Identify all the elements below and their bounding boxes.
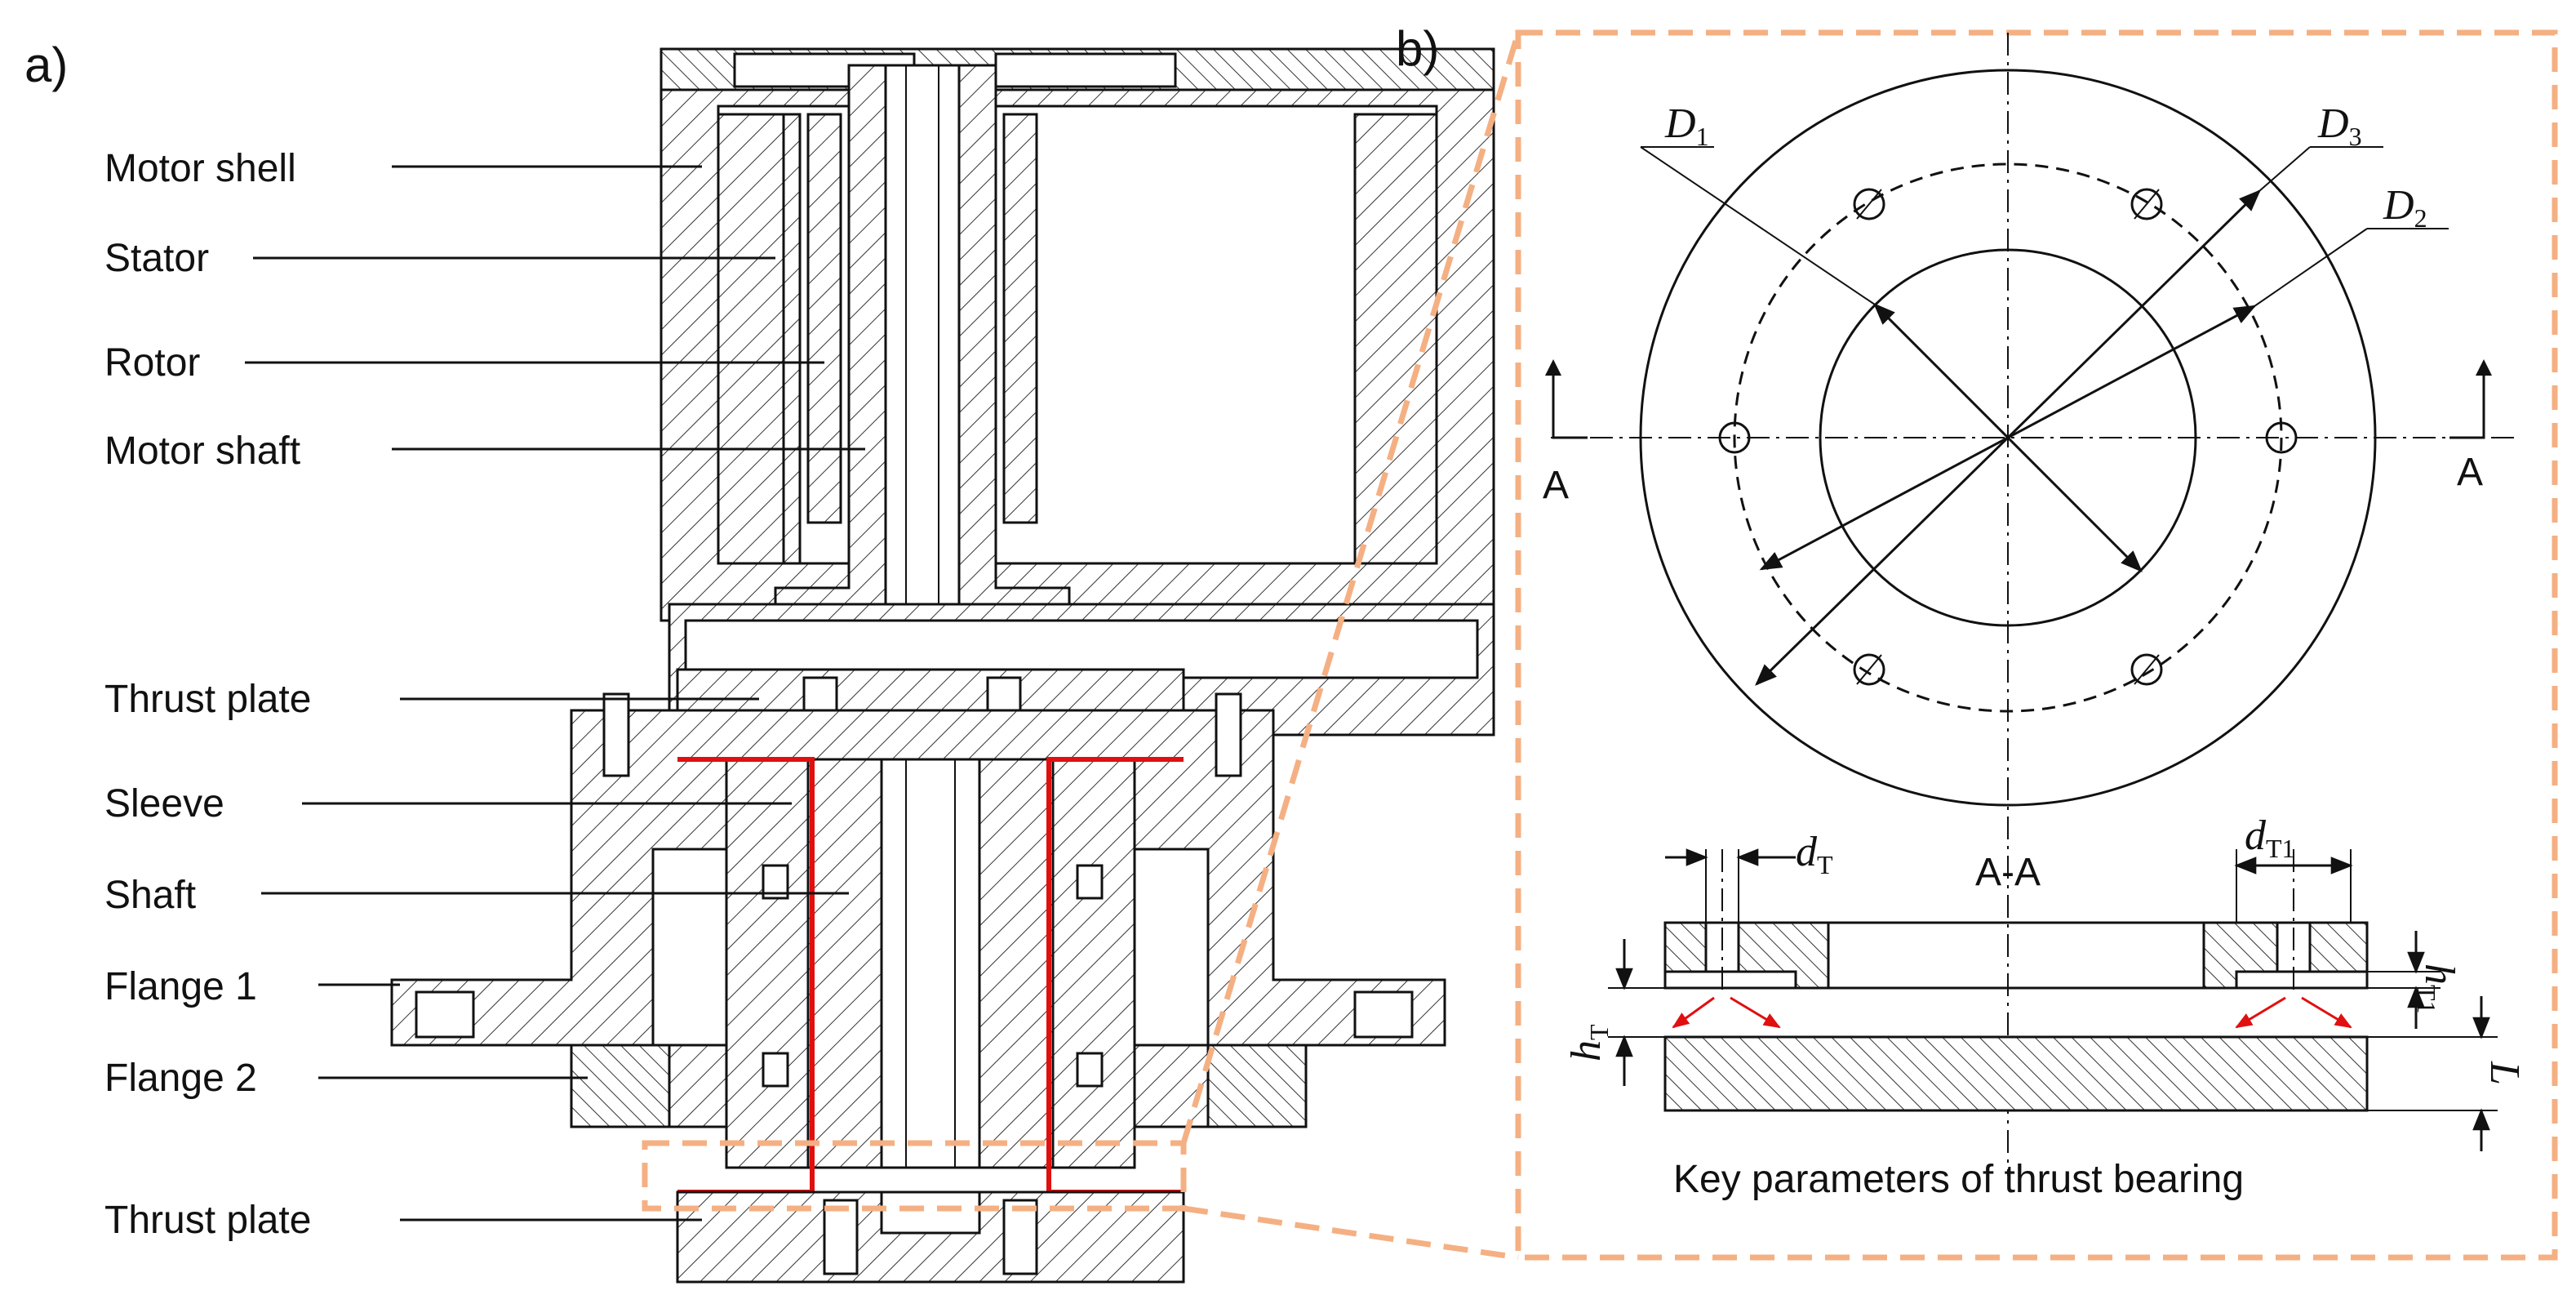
rotor xyxy=(806,113,1038,524)
panel-a: a) xyxy=(24,31,1521,1284)
svg-text:Thrust plate: Thrust plate xyxy=(104,678,311,721)
dim-d1-label: D1 xyxy=(1664,100,1709,151)
svg-text:A: A xyxy=(1543,464,1569,507)
dim-hT1-label: hT1 xyxy=(2412,963,2463,1014)
label-thrust-plate-top: Thrust plate xyxy=(104,678,759,721)
callout-projection-bottom xyxy=(1183,1205,1519,1261)
label-flange-1: Flange 1 xyxy=(104,965,400,1008)
svg-text:Motor shell: Motor shell xyxy=(104,147,296,190)
callout-projection-top xyxy=(1180,31,1521,1145)
svg-text:Sleeve: Sleeve xyxy=(104,782,224,826)
dim-d3-label: D3 xyxy=(2317,100,2362,151)
label-motor-shell: Motor shell xyxy=(104,147,702,190)
svg-text:A: A xyxy=(2457,451,2483,494)
label-sleeve: Sleeve xyxy=(104,782,792,826)
svg-text:Rotor: Rotor xyxy=(104,341,200,385)
thrust-bearing-section-view xyxy=(1608,848,2498,1151)
svg-text:Thrust plate: Thrust plate xyxy=(104,1199,311,1242)
thrust-bearing-plan-view xyxy=(1551,33,2514,1176)
panel-a-tag: a) xyxy=(24,38,68,92)
panel-b: b) xyxy=(1396,21,2558,1261)
dim-d2-label: D2 xyxy=(2383,182,2427,233)
stator xyxy=(717,113,1438,565)
label-flange-2: Flange 2 xyxy=(104,1057,588,1100)
section-mark-left: A xyxy=(1543,359,1588,507)
section-title: A-A xyxy=(1975,851,2041,894)
dim-dT1-label: dT1 xyxy=(2245,812,2295,863)
flange-2 xyxy=(570,1044,671,1128)
label-thrust-plate-bottom: Thrust plate xyxy=(104,1199,702,1242)
label-rotor: Rotor xyxy=(104,341,824,385)
shaft xyxy=(806,758,1055,1169)
svg-text:Flange 1: Flange 1 xyxy=(104,965,257,1008)
motor-shaft xyxy=(774,64,1071,671)
label-shaft: Shaft xyxy=(104,874,849,917)
section-mark-right: A xyxy=(2449,359,2492,494)
label-stator: Stator xyxy=(104,237,775,280)
label-motor-shaft: Motor shaft xyxy=(104,429,865,473)
sleeve xyxy=(725,758,1136,1169)
svg-text:Stator: Stator xyxy=(104,237,209,280)
panel-b-tag: b) xyxy=(1396,21,1439,76)
panel-b-frame xyxy=(1515,29,2558,1261)
dim-L-label: L xyxy=(2481,1061,2528,1085)
caption: Key parameters of thrust bearing xyxy=(1673,1158,2244,1201)
detail-callout-box xyxy=(642,1140,1187,1212)
svg-text:Shaft: Shaft xyxy=(104,874,196,917)
svg-text:Motor shaft: Motor shaft xyxy=(104,429,300,473)
dim-hT-label: hT xyxy=(1563,1024,1614,1061)
svg-text:Flange 2: Flange 2 xyxy=(104,1057,257,1100)
dim-dT-label: dT xyxy=(1796,829,1833,879)
